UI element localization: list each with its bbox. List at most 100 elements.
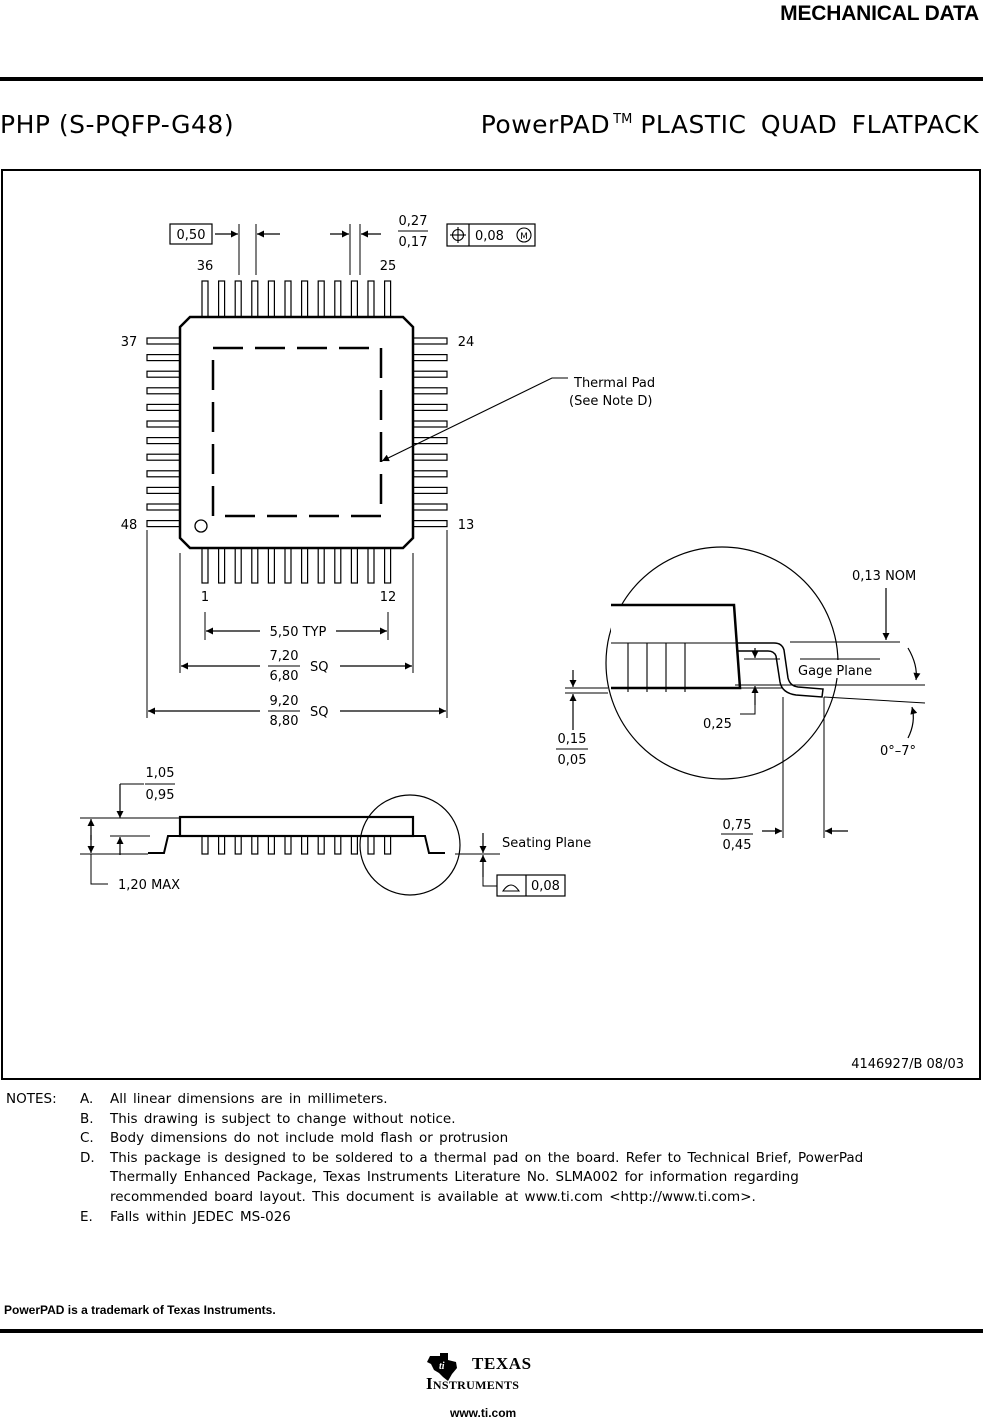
ti-state-icon: ti [427, 1353, 457, 1381]
position-tolerance: 0,08 [475, 229, 504, 244]
height-max: 1,05 [146, 766, 175, 781]
foot-length-min: 0,45 [723, 838, 752, 853]
position-icon [450, 227, 466, 243]
lead [350, 546, 358, 584]
note-letter: E. [80, 1208, 93, 1225]
body-size-min: 6,80 [270, 669, 299, 684]
lead [146, 387, 182, 395]
lead [411, 370, 448, 378]
trademark-symbol: TM [613, 112, 633, 127]
note-text: This package is designed to be soldered … [110, 1149, 864, 1166]
lead-thickness: 0,13 NOM [852, 569, 916, 584]
lead [317, 546, 325, 584]
side-view-leads [201, 835, 392, 855]
notes-heading: NOTES: [6, 1091, 57, 1107]
note-text: Falls within JEDEC MS-026 [110, 1208, 291, 1225]
package-body [178, 315, 415, 550]
lead [146, 453, 182, 461]
thermal-pad-label: Thermal Pad [573, 376, 655, 391]
lead [146, 354, 182, 362]
ti-brand-line2: Instruments [426, 1374, 520, 1393]
note-text: Body dimensions do not include mold flas… [110, 1130, 509, 1147]
body-size-max: 7,20 [270, 649, 299, 664]
note-text: Thermally Enhanced Package, Texas Instru… [110, 1169, 799, 1186]
lead [411, 354, 448, 362]
lead [234, 280, 242, 319]
note-letter: B. [80, 1110, 94, 1127]
note-text: All linear dimensions are in millimeters… [110, 1091, 388, 1107]
lead [146, 403, 182, 411]
lead [334, 546, 342, 584]
section-title: MECHANICAL DATA [780, 2, 979, 25]
leads-left [146, 337, 182, 528]
package-code: PHP (S-PQFP-G48) [0, 110, 235, 139]
ti-logo: ti Texas Instruments [424, 1352, 564, 1402]
footer-rule [0, 1329, 983, 1333]
side-lead-right [413, 835, 445, 854]
pin-48: 48 [121, 518, 138, 533]
lead [350, 835, 358, 855]
lead [218, 280, 226, 319]
height-min: 0,95 [146, 788, 175, 803]
lead [218, 546, 226, 584]
lead [301, 546, 309, 584]
foot-angle: 0°–7° [880, 744, 916, 759]
note-text: recommended board layout. This document … [110, 1188, 756, 1205]
pin-25: 25 [380, 259, 397, 274]
drawing-frame [1, 169, 981, 1080]
standoff-min: 0,05 [558, 753, 587, 768]
lead-span-max: 9,20 [270, 694, 299, 709]
package-name: PowerPAD [480, 110, 611, 139]
lead [384, 835, 392, 855]
detail-body [611, 603, 742, 690]
lead [411, 453, 448, 461]
lead [284, 546, 292, 584]
lead [201, 546, 209, 584]
trademark-note: PowerPAD is a trademark of Texas Instrum… [4, 1303, 276, 1317]
lead [411, 470, 448, 478]
lead [411, 337, 448, 345]
note-letter: A. [80, 1091, 94, 1107]
note-text: This drawing is subject to change withou… [110, 1110, 456, 1127]
body-sq: SQ [310, 660, 328, 675]
lead [267, 546, 275, 584]
coplanarity-value: 0,08 [531, 879, 560, 894]
position-tolerance-frame [446, 223, 536, 247]
document-number: 4146927/B 08/03 [851, 1057, 964, 1072]
note-letter: D. [80, 1149, 95, 1166]
mmc-modifier: M [520, 232, 528, 242]
flatness-icon [501, 884, 521, 892]
lead [367, 546, 375, 584]
pitch-box [169, 223, 213, 245]
foot-length-max: 0,75 [723, 818, 752, 833]
lead [234, 835, 242, 855]
pin-24: 24 [458, 335, 475, 350]
lead [218, 835, 226, 855]
lead [334, 280, 342, 319]
lead-width-min: 0,17 [399, 235, 428, 250]
detail-lead [736, 642, 824, 698]
lead [301, 835, 309, 855]
lead [384, 280, 392, 319]
lead [411, 486, 448, 494]
lead [201, 280, 209, 319]
span-typ: 5,50 TYP [270, 625, 327, 640]
lead [384, 546, 392, 584]
lead [411, 503, 448, 511]
detail-circle-small [359, 794, 461, 896]
overall-height: 1,20 MAX [118, 878, 180, 893]
lead [411, 420, 448, 428]
note-letter: C. [80, 1130, 94, 1147]
lead [251, 835, 259, 855]
lead [367, 835, 375, 855]
lead [267, 835, 275, 855]
pin1-indicator [194, 519, 208, 533]
lead [251, 280, 259, 319]
thermal-pad-outline [211, 346, 383, 518]
side-body [178, 815, 415, 838]
thermal-pad-note: (See Note D) [569, 394, 652, 409]
package-description: PLASTIC QUAD FLATPACK [640, 110, 979, 139]
lead [146, 519, 182, 528]
header-rule [0, 77, 983, 81]
lead [367, 280, 375, 319]
